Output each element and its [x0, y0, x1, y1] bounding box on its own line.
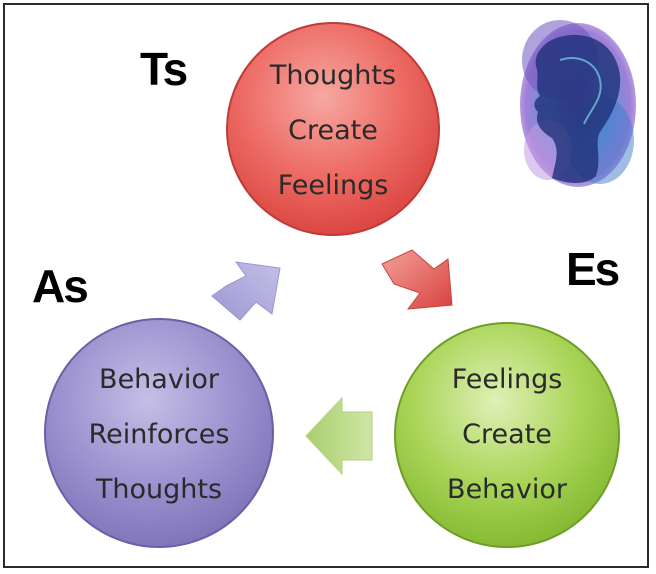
node-feelings-line-3: Behavior [447, 474, 568, 505]
node-thoughts-line-3: Feelings [278, 170, 389, 201]
label-ts: Ts [140, 43, 187, 95]
silhouette-watercolor-icon [520, 20, 636, 187]
node-thoughts-line-1: Thoughts [269, 60, 396, 91]
node-behavior-line-3: Thoughts [95, 474, 222, 505]
node-behavior-line-1: Behavior [99, 364, 220, 395]
node-feelings-line-1: Feelings [452, 364, 563, 395]
node-thoughts: Thoughts Create Feelings [226, 22, 440, 236]
label-es: Es [566, 243, 619, 295]
node-behavior: Behavior Reinforces Thoughts [44, 318, 274, 548]
node-thoughts-line-2: Create [288, 115, 378, 146]
node-feelings: Feelings Create Behavior [394, 322, 620, 548]
node-behavior-line-2: Reinforces [89, 419, 230, 450]
arrow-behavior-to-thoughts [211, 261, 281, 321]
arrow-feelings-to-behavior [305, 396, 373, 476]
label-as: As [32, 260, 87, 312]
node-feelings-line-2: Create [462, 419, 552, 450]
arrow-thoughts-to-feelings [381, 249, 453, 310]
